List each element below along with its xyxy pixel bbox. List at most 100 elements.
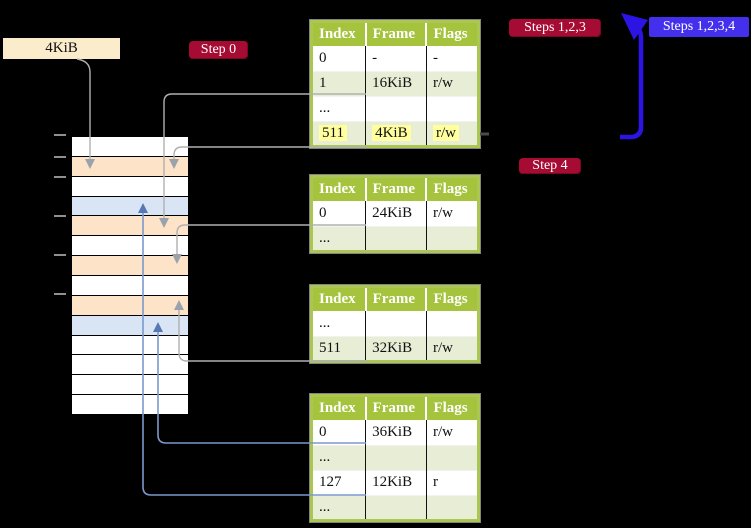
table-row: ... <box>312 311 479 336</box>
table-cell <box>425 225 479 251</box>
table-cell: 511 <box>311 335 366 361</box>
table-cell <box>365 494 427 520</box>
table-row: ... <box>311 494 479 520</box>
frame-size-label: 4KiB <box>3 38 120 59</box>
table-cell: ... <box>319 314 331 331</box>
column-header: Flags <box>425 286 479 311</box>
table-cell: r/w <box>425 420 479 445</box>
memory-frame-row-12 <box>72 374 188 395</box>
table-cell <box>365 311 427 336</box>
column-header: Index <box>311 21 366 46</box>
memory-frame-row-0 <box>72 137 188 156</box>
strip-tick-1 <box>54 156 66 158</box>
table-cell: 0 <box>319 204 327 221</box>
table-cell: 36KiB <box>365 420 427 445</box>
table-cell: 4KiB <box>365 120 427 146</box>
memory-frame-row-8 <box>72 294 188 315</box>
table-cell: r/w <box>425 70 479 96</box>
table-cell: r/w <box>425 201 479 226</box>
memory-frame-row-1 <box>72 155 188 176</box>
table-row: ... <box>311 95 479 121</box>
steps123-badge: Steps 1,2,3 <box>509 19 601 37</box>
steps1234-badge: Steps 1,2,3,4 <box>649 17 749 37</box>
table-cell: ... <box>311 444 366 470</box>
arrow-table1-row511-to-4kib-frame <box>169 146 366 169</box>
table-cell: 32KiB <box>365 335 427 361</box>
memory-frame-row-5 <box>72 235 188 256</box>
table-row: 511 4KiB r/w <box>311 120 479 146</box>
big-steps-arrow-shaft <box>620 25 644 140</box>
memory-frame-row-10 <box>72 334 188 355</box>
column-header: Frame <box>364 176 427 201</box>
table-cell: 0 <box>319 423 327 440</box>
strip-tick-0 <box>54 134 66 136</box>
column-header: Index <box>311 286 366 311</box>
strip-tick-2 <box>54 176 66 178</box>
step0-badge: Step 0 <box>189 41 248 59</box>
table-cell: 127 <box>311 469 366 495</box>
table-cell <box>425 494 479 520</box>
table-cell <box>365 225 427 251</box>
table-cell: r/w <box>425 120 479 146</box>
column-header: Index <box>311 176 366 201</box>
step4-badge: Step 4 <box>519 158 581 174</box>
column-header: Flags <box>425 21 479 46</box>
memory-frame-row-3 <box>72 195 188 216</box>
table-cell <box>365 444 427 470</box>
table-cell: 511 <box>311 120 366 146</box>
column-header: Flags <box>425 395 479 420</box>
physical-memory-strip <box>70 135 190 416</box>
table-cell <box>365 95 427 121</box>
table-cell <box>425 444 479 470</box>
table-cell: ... <box>311 225 366 251</box>
memory-frame-row-13 <box>72 394 188 415</box>
column-header: Index <box>311 395 366 420</box>
memory-frame-row-6 <box>72 255 188 276</box>
table-cell: - <box>425 46 479 71</box>
table-cell: 24KiB <box>365 201 427 226</box>
table-cell: ... <box>311 494 366 520</box>
strip-tick-4 <box>54 254 66 256</box>
table-cell: ... <box>311 95 366 121</box>
table-cell <box>425 95 479 121</box>
column-header: Frame <box>364 21 427 46</box>
table-cell <box>425 311 479 336</box>
strip-tick-3 <box>54 215 66 217</box>
table-cell: r/w <box>425 335 479 361</box>
highlighted-value: 511 <box>319 124 347 141</box>
table-row: ... <box>311 444 479 470</box>
memory-frame-row-11 <box>72 354 188 375</box>
table-row: ... <box>311 225 479 251</box>
column-header: Frame <box>364 286 427 311</box>
column-header: Flags <box>425 176 479 201</box>
table-cell: 1 <box>311 70 366 96</box>
memory-frame-row-2 <box>72 175 188 196</box>
memory-frame-row-7 <box>72 275 188 295</box>
big-steps-arrow-head <box>621 13 648 40</box>
table-cell: 0 <box>319 49 327 66</box>
memory-frame-row-9 <box>72 314 188 335</box>
table-cell: 16KiB <box>365 70 427 96</box>
table-row: 0 -- <box>312 46 479 71</box>
memory-frame-row-4 <box>72 215 188 236</box>
highlighted-value: r/w <box>432 124 459 141</box>
strip-tick-5 <box>54 293 66 295</box>
table-cell: - <box>365 46 427 71</box>
column-header: Frame <box>364 395 427 420</box>
table-cell: 12KiB <box>365 469 427 495</box>
highlighted-value: 4KiB <box>372 124 411 141</box>
